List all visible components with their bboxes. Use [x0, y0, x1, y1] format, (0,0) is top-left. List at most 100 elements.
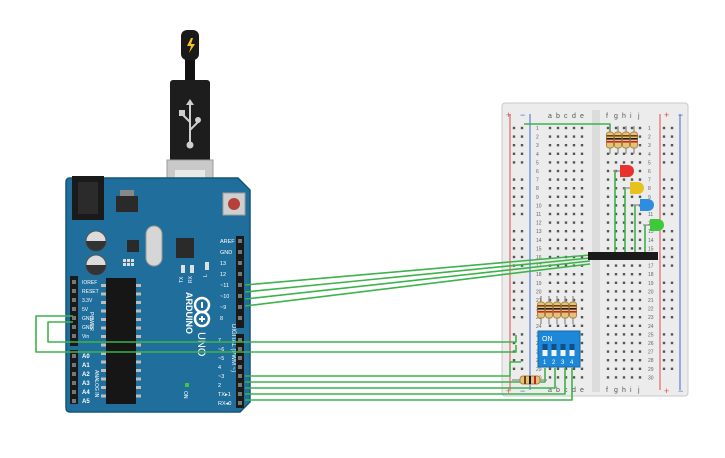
breadboard-hole[interactable] — [556, 152, 560, 155]
breadboard-hole[interactable] — [572, 161, 576, 164]
breadboard-hole[interactable] — [614, 367, 618, 370]
breadboard-hole[interactable] — [572, 273, 576, 276]
header-pin[interactable] — [72, 316, 76, 320]
breadboard-hole[interactable] — [638, 212, 642, 216]
rail-hole[interactable] — [512, 367, 516, 370]
rail-hole[interactable] — [520, 187, 524, 190]
breadboard-hole[interactable] — [572, 238, 576, 241]
dip-lever[interactable] — [551, 350, 557, 356]
dip-toggle[interactable]: 1 — [542, 344, 548, 366]
breadboard-hole[interactable] — [606, 126, 610, 130]
breadboard-hole[interactable] — [622, 290, 626, 293]
breadboard-hole[interactable] — [614, 247, 618, 250]
wire-gnd[interactable] — [47, 321, 517, 343]
breadboard-hole[interactable] — [606, 350, 610, 353]
breadboard-hole[interactable] — [622, 359, 626, 362]
wire-pin4[interactable] — [245, 361, 521, 377]
header-pin[interactable] — [72, 307, 76, 311]
header-pin[interactable] — [72, 363, 76, 367]
breadboard-hole[interactable] — [622, 238, 626, 241]
breadboard-hole[interactable] — [572, 281, 576, 284]
breadboard-hole[interactable] — [606, 264, 610, 267]
rail-hole[interactable] — [520, 359, 524, 362]
breadboard-hole[interactable] — [638, 178, 642, 181]
breadboard-hole[interactable] — [548, 298, 552, 302]
breadboard-hole[interactable] — [556, 367, 560, 370]
wire-pin2[interactable] — [245, 368, 556, 389]
rail-hole[interactable] — [662, 264, 666, 267]
breadboard-hole[interactable] — [564, 230, 568, 233]
header-pin[interactable] — [72, 390, 76, 394]
breadboard-hole[interactable] — [622, 161, 626, 164]
breadboard-hole[interactable] — [638, 367, 642, 370]
header-pin[interactable] — [238, 374, 242, 378]
dip-lever[interactable] — [569, 350, 575, 356]
breadboard-hole[interactable] — [556, 221, 560, 224]
breadboard-hole[interactable] — [630, 307, 634, 310]
breadboard-hole[interactable] — [606, 333, 610, 336]
rail-hole[interactable] — [512, 298, 516, 302]
rail-hole[interactable] — [520, 204, 524, 207]
breadboard-hole[interactable] — [556, 178, 560, 181]
breadboard-hole[interactable] — [622, 273, 626, 276]
breadboard-hole[interactable] — [606, 152, 610, 155]
rail-hole[interactable] — [670, 350, 674, 353]
breadboard-hole[interactable] — [564, 169, 568, 173]
breadboard-hole[interactable] — [622, 178, 626, 181]
breadboard-hole[interactable] — [630, 161, 634, 164]
breadboard-hole[interactable] — [572, 178, 576, 181]
resistor[interactable] — [561, 296, 569, 324]
breadboard-hole[interactable] — [580, 204, 584, 207]
resistor[interactable] — [606, 126, 614, 154]
breadboard-hole[interactable] — [606, 367, 610, 370]
rail-hole[interactable] — [512, 187, 516, 190]
breadboard-hole[interactable] — [630, 238, 634, 241]
header-pin[interactable] — [238, 316, 242, 320]
rail-hole[interactable] — [662, 359, 666, 362]
rail-hole[interactable] — [662, 212, 666, 216]
breadboard-hole[interactable] — [622, 333, 626, 336]
wires[interactable] — [35, 123, 646, 401]
breadboard-hole[interactable] — [638, 135, 642, 138]
breadboard-hole[interactable] — [564, 238, 568, 241]
breadboard-hole[interactable] — [614, 316, 618, 319]
breadboard-hole[interactable] — [630, 350, 634, 353]
header-pin[interactable] — [238, 250, 242, 254]
breadboard-hole[interactable] — [548, 255, 552, 259]
header-pin[interactable] — [72, 372, 76, 376]
breadboard-hole[interactable] — [572, 135, 576, 138]
rail-hole[interactable] — [512, 204, 516, 207]
breadboard-hole[interactable] — [630, 290, 634, 293]
rail-hole[interactable] — [670, 247, 674, 250]
breadboard-hole[interactable] — [622, 247, 626, 250]
breadboard-hole[interactable] — [622, 221, 626, 224]
breadboard-hole[interactable] — [564, 144, 568, 147]
breadboard-hole[interactable] — [606, 316, 610, 319]
breadboard-hole[interactable] — [606, 273, 610, 276]
breadboard-hole[interactable] — [638, 238, 642, 241]
rail-hole[interactable] — [662, 161, 666, 164]
breadboard-hole[interactable] — [614, 126, 618, 130]
breadboard-hole[interactable] — [606, 204, 610, 207]
rail-hole[interactable] — [670, 367, 674, 370]
breadboard-hole[interactable] — [630, 264, 634, 267]
breadboard-hole[interactable] — [630, 376, 634, 379]
breadboard-hole[interactable] — [606, 212, 610, 216]
breadboard-hole[interactable] — [580, 152, 584, 155]
breadboard-hole[interactable] — [556, 230, 560, 233]
rail-hole[interactable] — [662, 255, 666, 259]
rail-hole[interactable] — [512, 178, 516, 181]
wire-pin10[interactable] — [244, 263, 591, 307]
rail-hole[interactable] — [512, 247, 516, 250]
header-pin[interactable] — [72, 289, 76, 293]
breadboard-hole[interactable] — [614, 298, 618, 302]
breadboard-hole[interactable] — [564, 281, 568, 284]
breadboard-hole[interactable] — [564, 152, 568, 155]
breadboard-hole[interactable] — [638, 152, 642, 155]
rail-hole[interactable] — [520, 281, 524, 284]
breadboard-hole[interactable] — [572, 152, 576, 155]
breadboard-hole[interactable] — [564, 264, 568, 267]
breadboard-hole[interactable] — [622, 230, 626, 233]
resistor[interactable] — [614, 126, 622, 154]
breadboard-hole[interactable] — [572, 195, 576, 198]
